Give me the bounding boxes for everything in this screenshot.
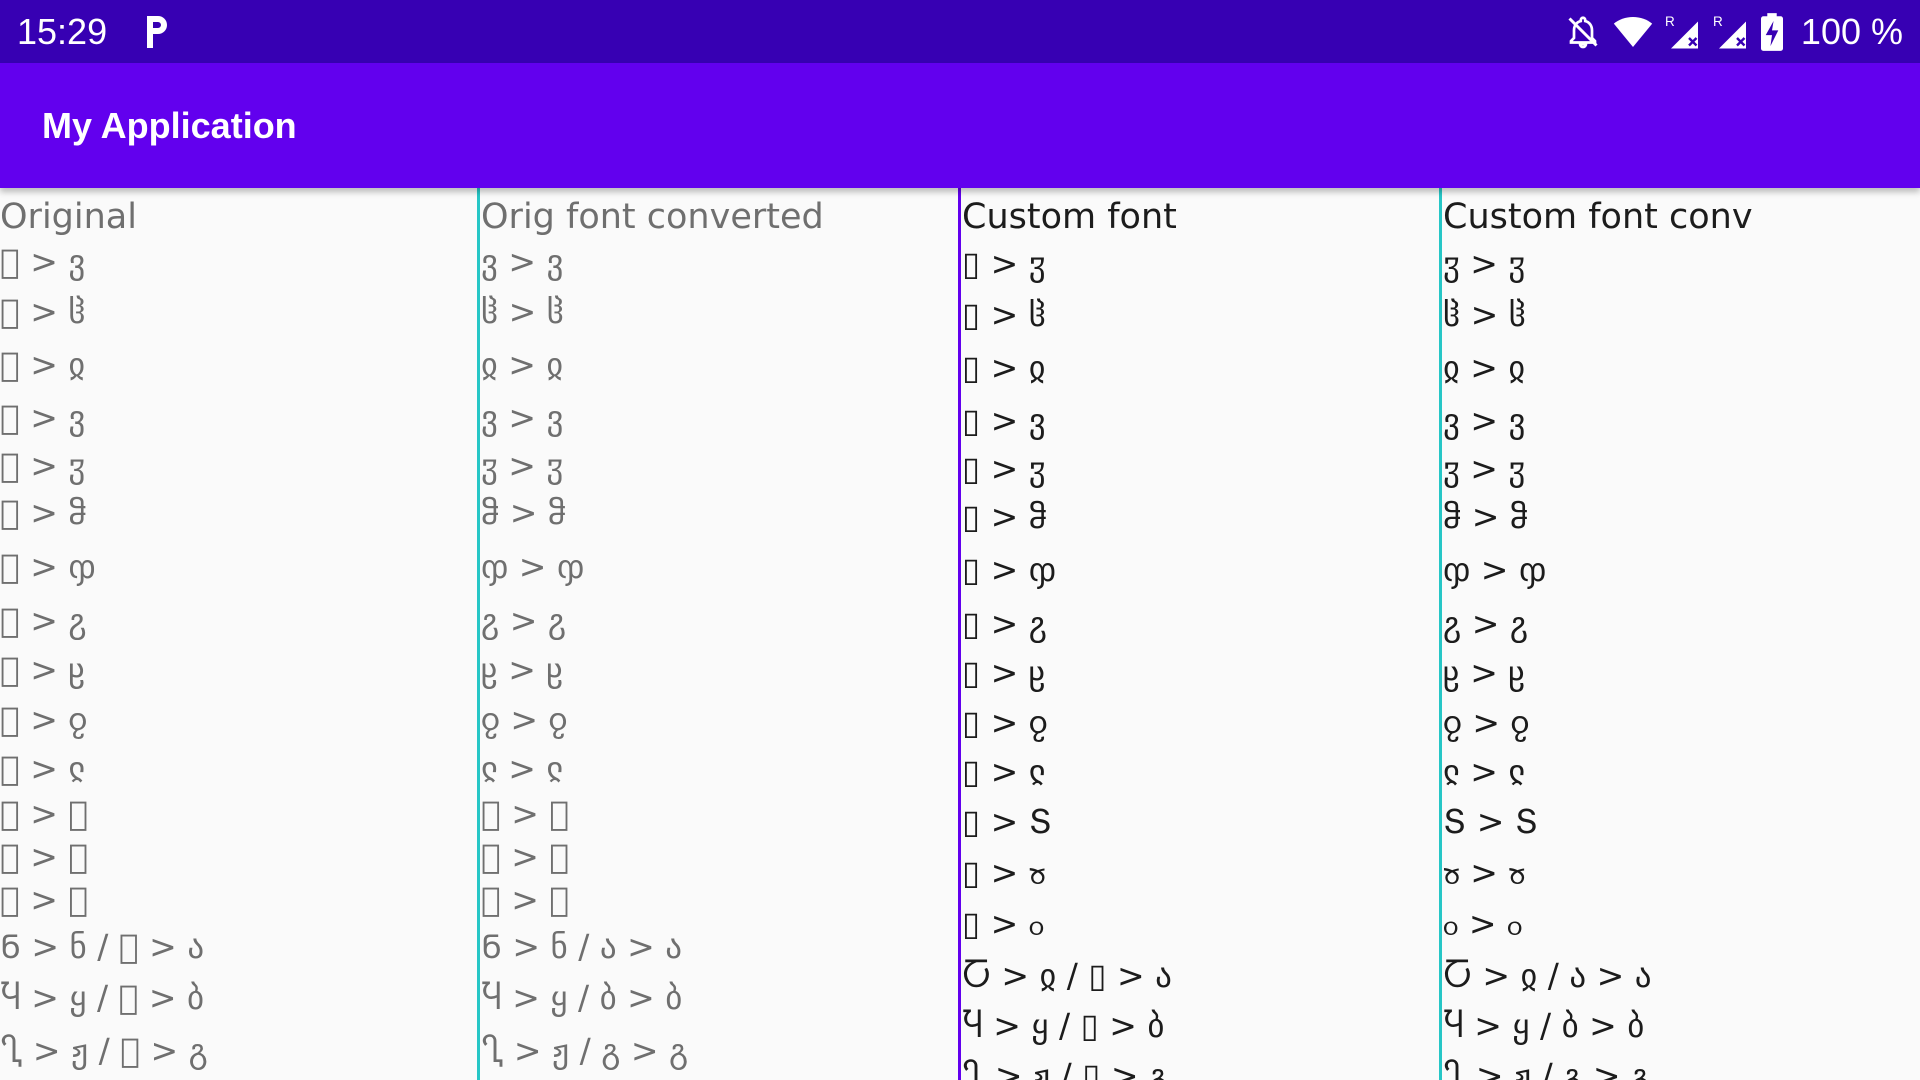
list-item: ჺ > ჺ: [481, 749, 564, 788]
list-item: ჾ > ჾ: [1443, 853, 1526, 892]
list-item: ვ > ვ: [481, 242, 564, 281]
list-item: ▯ > ჶ: [962, 550, 1057, 589]
list-item: ჵ > ჵ: [1443, 497, 1529, 536]
app-bar: My Application: [0, 63, 1920, 188]
list-item: 􏿽 > 􏿽: [481, 880, 570, 919]
list-item: Ⴀ > ჲ / ▯ > ა: [962, 956, 1172, 995]
list-item: ▯ > ჲ: [962, 348, 1046, 387]
column-custom-font: Custom font ▯ > ჳ ▯ > ჱ ▯ > ჲ ▯ > ვ ▯ > ჳ ▯ >…: [962, 188, 1439, 1080]
column-header: Custom font: [962, 197, 1177, 237]
list-item: Ⴏ > ყ / ▯ > ბ: [962, 1006, 1165, 1045]
wifi-icon: [1613, 17, 1653, 47]
list-item: ჶ > ჶ: [481, 547, 585, 586]
list-item: ჲ > ჲ: [1443, 348, 1526, 387]
list-item: ჶ > ჶ: [1443, 550, 1547, 589]
list-item: 􏿽 > 􏿽: [0, 837, 89, 876]
list-item: ჱ > ჱ: [481, 292, 564, 331]
list-item: ჲ > ჲ: [481, 345, 564, 384]
list-item: Ნ > ნ / 􏿽 > ა: [0, 927, 205, 966]
list-item: 􏿽 > ჷ: [0, 601, 87, 640]
list-item: ჿ > ჿ: [1443, 904, 1523, 943]
list-item: ▯ > ჾ: [962, 853, 1046, 892]
list-item: 􏿽 > ჲ: [0, 345, 86, 384]
list-item: ▯ > ჱ: [962, 295, 1046, 334]
svg-text:R: R: [1665, 14, 1675, 29]
list-item: 􏿽 > ჵ: [0, 493, 87, 532]
column-original: Original 􏿽 > ვ 􏿽 > ჱ 􏿽 > ჲ 􏿽 > ვ 􏿽 > ჳ 􏿽 > ჵ 􏿽…: [0, 188, 477, 1080]
status-bar: 15:29 R R 100 %: [0, 0, 1920, 63]
list-item: ვ > ვ: [1443, 401, 1526, 440]
list-item: ჱ > ჱ: [1443, 295, 1526, 334]
battery-charging-icon: [1760, 13, 1783, 51]
list-item: 􏿽 > ჶ: [0, 547, 96, 586]
list-item: Ⴂ > ჟ / 􏿽 > გ: [0, 1031, 208, 1070]
status-icons: R R 100 %: [1565, 10, 1903, 54]
list-item: ჹ > ჹ: [481, 700, 568, 739]
list-item: 􏿽 > ჱ: [0, 292, 86, 331]
list-item: ▯ > ჹ: [962, 703, 1048, 742]
column-divider: [958, 188, 961, 1080]
column-header: Orig font converted: [481, 197, 824, 237]
list-item: ▯ > ჸ: [962, 653, 1046, 692]
signal-roaming-icon: R: [1713, 14, 1746, 49]
list-item: ▯ > ჵ: [962, 497, 1048, 536]
list-item: ჵ > ჵ: [481, 493, 567, 532]
list-item: ▯ > ჷ: [962, 604, 1047, 643]
battery-percentage: 100 %: [1800, 11, 1903, 52]
column-orig-font-converted: Orig font converted ვ > ვ ჱ > ჱ ჲ > ჲ ვ > ვ…: [481, 188, 958, 1080]
list-item: Ⴀ > ჲ / ა > ა: [1443, 956, 1652, 995]
list-item: ჳ > ჳ: [481, 446, 564, 485]
svg-text:R: R: [1713, 14, 1723, 29]
list-item: Ⴏ > ყ / 􏿽 > ბ: [0, 978, 205, 1017]
column-divider: [1439, 188, 1442, 1080]
list-item: ჳ > ჳ: [1443, 244, 1526, 283]
list-item: Ნ > ნ / ა > ა: [481, 927, 683, 966]
list-item: 􏿽 > ჺ: [0, 749, 86, 788]
list-item: 􏿽 > ჹ: [0, 700, 88, 739]
list-item: 􏿽 > ჳ: [0, 446, 86, 485]
list-item: ▯ > ჺ: [962, 752, 1046, 791]
content-area[interactable]: Original 􏿽 > ვ 􏿽 > ჱ 􏿽 > ჲ 􏿽 > ვ 􏿽 > ჳ 􏿽 > ჵ 􏿽…: [0, 188, 1920, 1080]
list-item: 􏿽 > ჸ: [0, 650, 86, 689]
list-item: ჺ > ჺ: [1443, 752, 1526, 791]
list-item: ჷ > ჷ: [1443, 604, 1529, 643]
column-divider: [477, 188, 480, 1080]
list-item: 􏿽 > 􏿽: [481, 837, 570, 876]
list-item: ▯ > ჿ: [962, 904, 1045, 943]
list-item: ▯ > ვ: [962, 401, 1046, 440]
list-item: Ⴏ > ყ / ბ > ბ: [481, 978, 683, 1017]
notifications-off-icon: [1568, 16, 1598, 49]
list-item: ▯ > Տ: [962, 802, 1053, 841]
list-item: ჸ > ჸ: [1443, 653, 1526, 692]
column-header: Original: [0, 197, 137, 237]
list-item: 􏿽 > 􏿽: [0, 794, 89, 833]
list-item: 􏿽 > ვ: [0, 242, 86, 281]
list-item: ჸ > ჸ: [481, 650, 564, 689]
list-item: ჹ > ჹ: [1443, 703, 1530, 742]
list-item: Ⴂ > ჟ / გ > გ: [481, 1031, 689, 1070]
list-item: Տ > Տ: [1443, 802, 1539, 841]
list-item: ჷ > ჷ: [481, 601, 567, 640]
list-item: Ⴂ > ჟ / გ > გ: [1443, 1056, 1651, 1080]
column-custom-font-conv: Custom font conv ჳ > ჳ ჱ > ჱ ჲ > ჲ ვ > ვ ჳ >…: [1443, 188, 1920, 1080]
column-header: Custom font conv: [1443, 197, 1753, 237]
list-item: ▯ > ჳ: [962, 449, 1046, 488]
list-item: Ⴂ > ჟ / ▯ > გ: [962, 1056, 1169, 1080]
list-item: ვ > ვ: [481, 398, 564, 437]
list-item: ჳ > ჳ: [1443, 449, 1526, 488]
list-item: 􏿽 > 􏿽: [0, 880, 89, 919]
parking-icon: [147, 16, 167, 48]
signal-roaming-icon: R: [1665, 14, 1698, 49]
app-title: My Application: [42, 105, 297, 146]
list-item: 􏿽 > 􏿽: [481, 794, 570, 833]
status-time: 15:29: [17, 11, 108, 52]
list-item: ▯ > ჳ: [962, 244, 1046, 283]
list-item: Ⴏ > ყ / ბ > ბ: [1443, 1006, 1645, 1045]
list-item: 􏿽 > ვ: [0, 398, 86, 437]
